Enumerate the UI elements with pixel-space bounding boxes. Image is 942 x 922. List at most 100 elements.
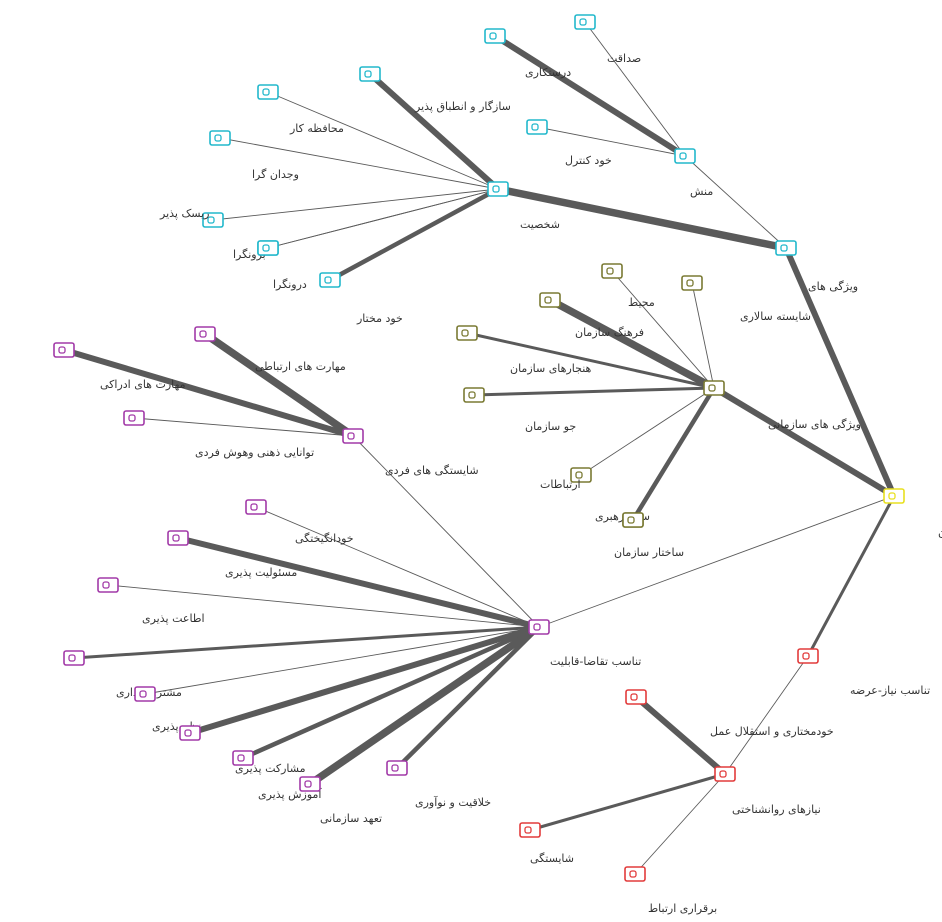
- edge-shayestegi-tavanaei: [133, 417, 354, 437]
- node-label: نیازهای روانشناختی: [732, 803, 821, 816]
- topic-icon: [257, 240, 279, 256]
- node-vizhegi[interactable]: ویژگی های: [775, 240, 858, 293]
- node-label: فرهنگ سازمان: [575, 326, 644, 339]
- node-khodmokhtari[interactable]: خودمختاری و استقلال عمل: [625, 689, 834, 738]
- edge-vizhsaz-farhang: [548, 296, 716, 392]
- node-taahod[interactable]: تعهد سازمانی: [299, 776, 382, 825]
- topic-icon: [456, 325, 478, 341]
- node-tanaseb_tg[interactable]: تناسب تقاضا-قابلیت: [528, 619, 641, 668]
- node-maharat_ert[interactable]: مهارت های ارتباطی: [194, 326, 346, 373]
- edge-tanaseb_tg-masouliat: [177, 535, 540, 630]
- topic-icon: [570, 467, 592, 483]
- node-tavanaei[interactable]: توانایی ذهنی وهوش فردی: [123, 410, 314, 459]
- node-label: برقراری ارتباط: [648, 902, 717, 915]
- node-shayestegi[interactable]: شایستگی های فردی: [342, 428, 479, 477]
- node-maharat_edr[interactable]: مهارت های ادراکی: [53, 342, 186, 391]
- node-khalaghiat[interactable]: خلاقیت و نوآوری: [386, 760, 491, 809]
- node-label: شایسته سالاری: [740, 310, 811, 323]
- topic-icon: [232, 750, 254, 766]
- topic-icon: [134, 686, 156, 702]
- node-etaat[interactable]: اطاعت پذیری: [97, 577, 205, 625]
- node-label: جو سازمان: [525, 420, 576, 433]
- node-label: ویژگی های سازمانی: [768, 418, 861, 431]
- edge-mansh-dorostkari: [493, 33, 687, 159]
- node-ertebatat[interactable]: ارتباطات: [540, 467, 592, 491]
- edge-tanaseb_tg-mosharekat: [189, 624, 540, 736]
- node-shayeste[interactable]: شایسته سالاری: [681, 275, 811, 323]
- edge-niazravan-shayestegi2: [529, 772, 726, 832]
- node-bargharari[interactable]: برقراری ارتباط: [624, 866, 717, 915]
- edge-shakhsiat-khodmokhtar: [328, 187, 500, 282]
- topic-icon: [526, 119, 548, 135]
- edge-niaz_arze-niazravan: [724, 655, 809, 775]
- node-label: شایستگی های فردی: [385, 464, 479, 477]
- node-khodkontrol[interactable]: خود کنترل: [526, 119, 612, 167]
- topic-icon: [342, 428, 364, 444]
- node-hanjar[interactable]: هنجارهای سازمان: [456, 325, 592, 375]
- node-label: محافظه کار: [289, 122, 344, 135]
- node-niaz_arze[interactable]: تناسب نیاز-عرضه: [797, 648, 930, 697]
- topic-icon: [622, 512, 644, 528]
- node-daron[interactable]: درونگرا: [257, 240, 307, 291]
- node-mansh[interactable]: منش: [674, 148, 713, 198]
- node-shakhsiat[interactable]: شخصیت: [487, 181, 560, 231]
- edge-shayestegi-maharat_edr: [63, 347, 354, 439]
- node-khodmokhtar[interactable]: خود مختار: [319, 272, 403, 325]
- topic-icon: [386, 760, 408, 776]
- node-label: ساختار سازمان: [614, 546, 684, 559]
- edge-vizhsaz-mohit: [611, 270, 715, 389]
- topic-icon: [681, 275, 703, 291]
- node-risk[interactable]: ریسک پذیر: [159, 207, 224, 228]
- node-label: مهارت های ادراکی: [100, 378, 186, 391]
- edges-layer: [63, 21, 897, 875]
- node-root[interactable]: تناسب فرد- سازمان: [883, 488, 942, 539]
- nodes-layer: تناسب فرد- سازمانویژگی هایشخصیتمنشصداقتد…: [53, 14, 942, 915]
- node-niazravan[interactable]: نیازهای روانشناختی: [714, 766, 821, 816]
- edge-vizhsaz-shayeste: [691, 282, 715, 389]
- node-amoozesh[interactable]: آموزش پذیری: [232, 750, 322, 801]
- topic-icon: [674, 148, 696, 164]
- topic-icon: [601, 263, 623, 279]
- edge-vizhsaz-ertebatat: [580, 387, 715, 476]
- node-label: وجدان گرا: [252, 168, 299, 181]
- topic-icon: [487, 181, 509, 197]
- topic-icon: [797, 648, 819, 664]
- node-moshtari[interactable]: مشتری مداری: [63, 650, 182, 699]
- node-sakhtar[interactable]: ساختار سازمان: [614, 512, 684, 559]
- node-label: تناسب تقاضا-قابلیت: [550, 655, 641, 668]
- node-label: منش: [690, 185, 713, 198]
- node-label: توانایی ذهنی وهوش فردی: [195, 446, 314, 459]
- topic-icon: [97, 577, 119, 593]
- node-label: خلاقیت و نوآوری: [415, 795, 491, 809]
- topic-icon: [703, 380, 725, 396]
- topic-icon: [519, 822, 541, 838]
- edge-vizhsaz-jav: [473, 386, 715, 397]
- node-jav[interactable]: جو سازمان: [463, 387, 576, 433]
- node-vojdan[interactable]: وجدان گرا: [209, 130, 299, 181]
- edge-niazravan-khodmokhtari: [634, 694, 727, 777]
- node-label: ویژگی های: [808, 280, 858, 293]
- node-sedaghat[interactable]: صداقت: [574, 14, 641, 65]
- node-mohit[interactable]: محیط: [601, 263, 655, 309]
- topic-icon: [63, 650, 85, 666]
- node-khodangikhte[interactable]: خودانگیختگی: [245, 499, 354, 545]
- node-shayestegi2[interactable]: شایستگی: [519, 822, 574, 865]
- edge-root-niaz_arze: [806, 495, 896, 657]
- node-masouliat[interactable]: مسئولیت پذیری: [167, 530, 297, 579]
- topic-icon: [359, 66, 381, 82]
- node-label: ریسک پذیر: [159, 207, 210, 220]
- topic-icon: [883, 488, 905, 504]
- node-vizhsaz[interactable]: ویژگی های سازمانی: [703, 380, 861, 431]
- node-sazgar[interactable]: سازگار و انطباق پذیر: [359, 66, 511, 113]
- edge-shakhsiat-mohafeze: [267, 91, 499, 190]
- node-label: هنجارهای سازمان: [510, 362, 592, 375]
- edge-niazravan-bargharari: [634, 773, 726, 875]
- node-label: خود کنترل: [565, 154, 612, 167]
- node-farhang[interactable]: فرهنگ سازمان: [539, 292, 644, 339]
- node-label: اطاعت پذیری: [142, 612, 205, 625]
- topic-icon: [319, 272, 341, 288]
- node-dorostkari[interactable]: درستکاری: [484, 28, 571, 79]
- node-mohafeze[interactable]: محافظه کار: [257, 84, 344, 135]
- edge-tanaseb_tg-amoozesh: [242, 624, 540, 761]
